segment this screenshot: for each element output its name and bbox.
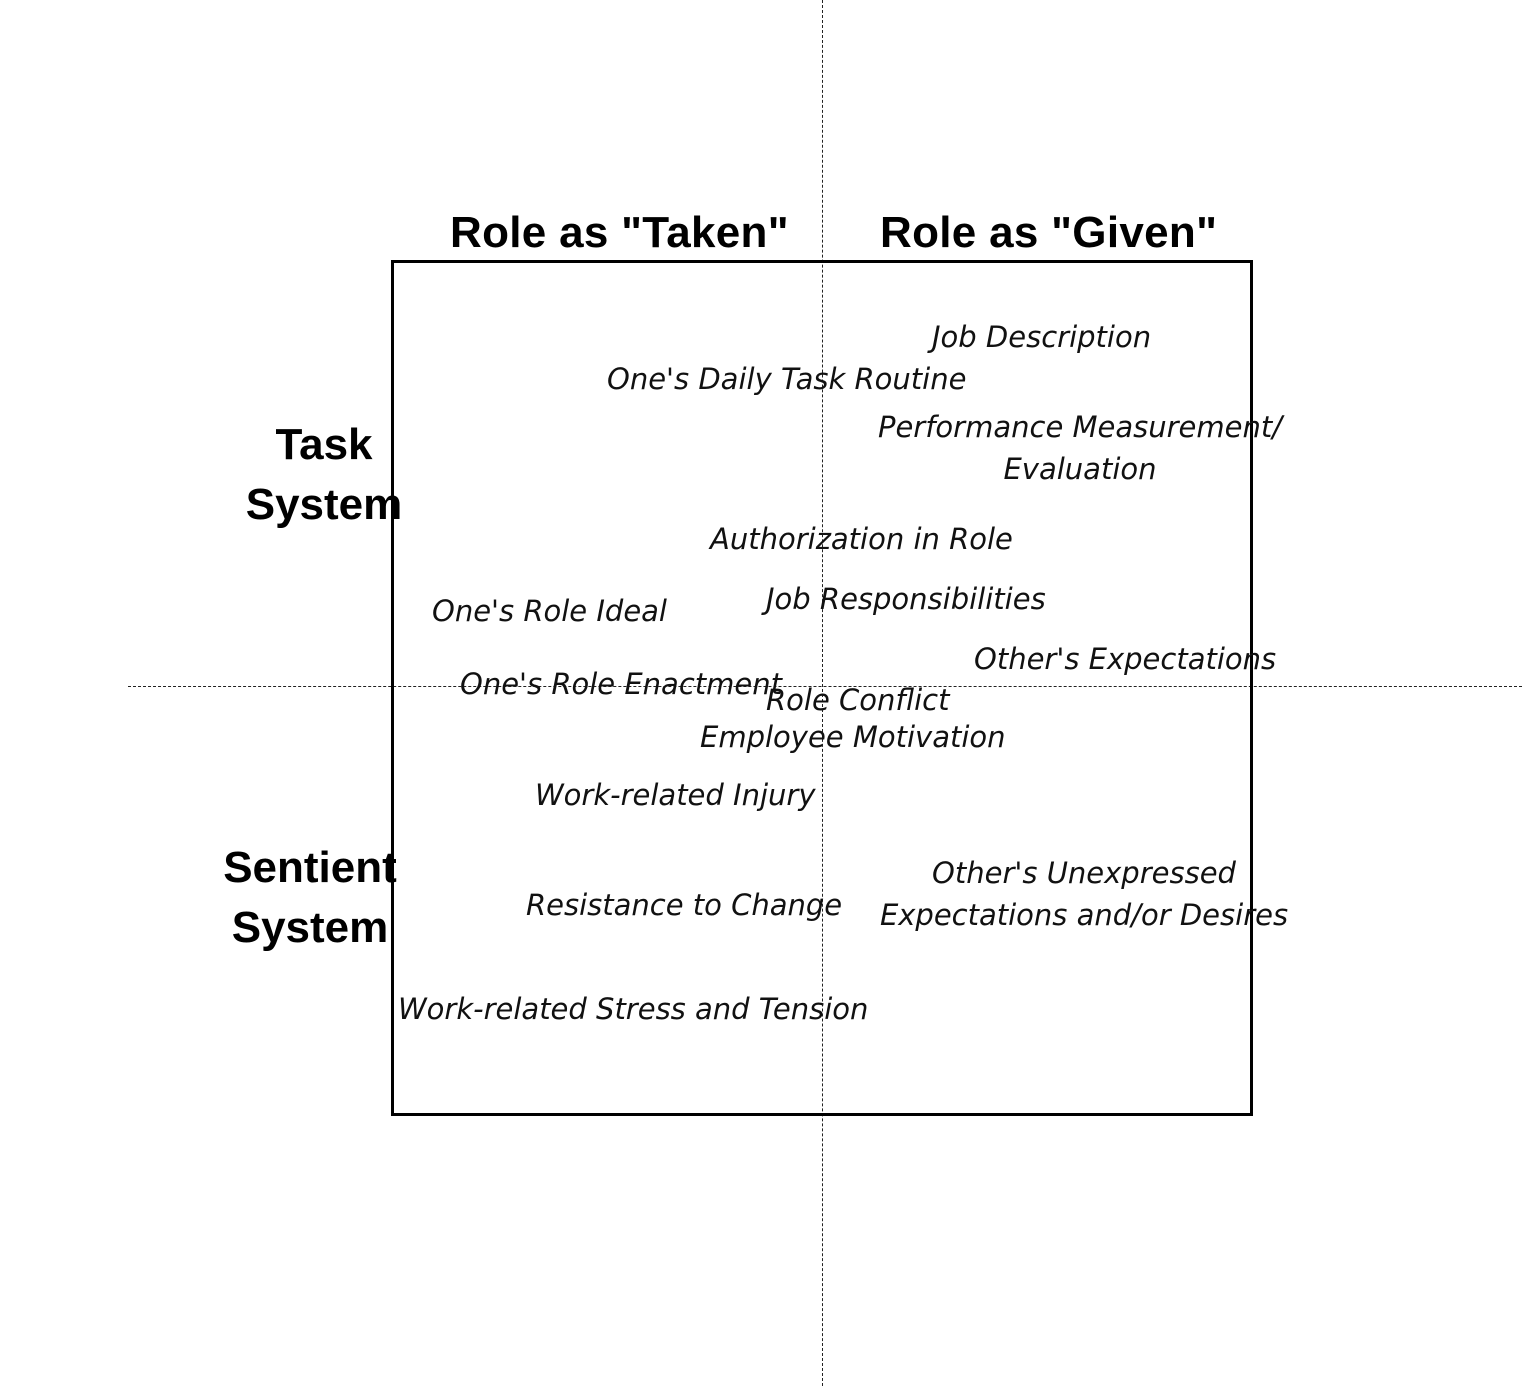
item-others-expectations: Other's Expectations [974,642,1277,676]
item-role-enactment: One's Role Enactment [460,667,782,701]
item-role-conflict: Role Conflict [766,683,950,717]
item-resistance-to-change: Resistance to Change [526,888,843,922]
row-header-task-line-1: Task [275,420,373,469]
item-performance-line-1: Performance Measurement/ [877,410,1283,444]
item-others-unexpressed-line-2: Expectations and/or Desires [879,898,1289,932]
row-header-task-system: Task System [234,415,414,535]
item-authorization-in-role: Authorization in Role [710,522,1013,556]
item-job-responsibilities: Job Responsibilities [766,582,1046,616]
item-work-related-injury: Work-related Injury [535,778,816,812]
item-performance-measurement: Performance Measurement/ Evaluation [860,406,1300,490]
row-header-sentient-line-1: Sentient [223,843,397,892]
item-others-unexpressed: Other's Unexpressed Expectations and/or … [862,852,1306,936]
row-header-task-line-2: System [245,480,403,529]
item-role-ideal: One's Role Ideal [432,594,667,628]
quadrant-frame [391,260,1253,1116]
column-header-given: Role as "Given" [880,208,1218,257]
row-header-sentient-system: Sentient System [212,838,408,958]
item-daily-task-routine: One's Daily Task Routine [607,362,967,396]
item-job-description: Job Description [932,320,1152,354]
item-stress-and-tension: Work-related Stress and Tension [398,992,869,1026]
item-employee-motivation: Employee Motivation [700,720,1006,754]
item-performance-line-2: Evaluation [1003,452,1157,486]
column-header-taken: Role as "Taken" [450,208,789,257]
row-header-sentient-line-2: System [231,903,389,952]
item-others-unexpressed-line-1: Other's Unexpressed [932,856,1236,890]
